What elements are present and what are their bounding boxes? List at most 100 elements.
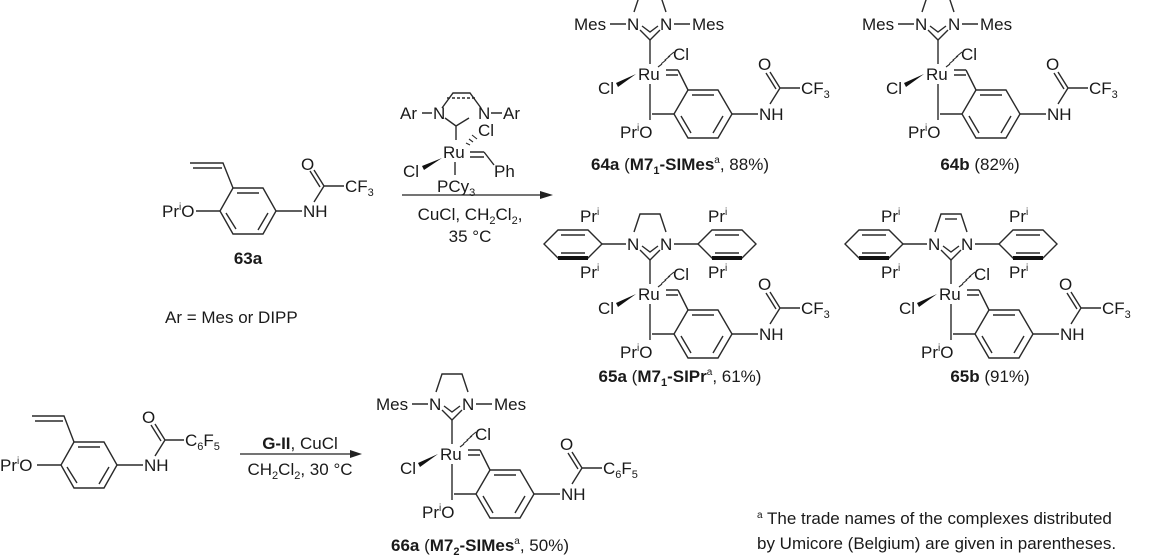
n-right: N [478, 104, 490, 123]
amide-bonds [1066, 291, 1101, 325]
ether-pr: Pr [162, 202, 179, 221]
hashed-bond [459, 431, 477, 448]
hashed-bond [958, 271, 976, 288]
hashed-bond [945, 51, 963, 68]
ring-inner [981, 314, 1025, 354]
nhc-deloc [641, 25, 659, 33]
nhc-n-left: N [429, 395, 441, 414]
conditions-1-line1: CuCl, CH2Cl2, [418, 205, 523, 227]
cl-wedge: Cl [400, 459, 416, 478]
ph-group: Ph [494, 162, 515, 181]
cl-apical: Cl [478, 121, 494, 140]
nhc-backbone [921, 0, 955, 13]
dipp-bold-edge [859, 256, 889, 260]
amide-c6f5: C6F5 [603, 459, 638, 481]
sub-3: 3 [368, 187, 374, 199]
cl-wedge: Cl [598, 79, 614, 98]
amide-nh: NH [1047, 105, 1072, 124]
nhc-carbene [639, 29, 661, 41]
svg-text:CF3: CF3 [345, 177, 374, 199]
amide-bonds [765, 291, 800, 325]
sub-3: 3 [469, 187, 475, 199]
nhc-backbone [633, 213, 667, 233]
conditions-2-line2: CH2Cl2, 30 °C [247, 460, 352, 482]
n-left: N [433, 104, 445, 123]
dipp-inner [715, 234, 739, 254]
ru-atom: Ru [939, 285, 961, 304]
ar-definition: Ar = Mes or DIPP [165, 308, 298, 327]
ring-inner [680, 314, 724, 354]
dipp-inner [1016, 234, 1040, 254]
cl-hashed: Cl [974, 265, 990, 284]
benzene-ring [673, 309, 733, 359]
dipp-inner [561, 234, 585, 254]
hashed-bond [657, 271, 675, 288]
nhc-n-left: N [928, 235, 940, 254]
amide-cf3: CF3 [1102, 299, 1131, 321]
mes-left: Mes [376, 395, 408, 414]
dipp-ipr-top: Pri [580, 207, 599, 226]
dipp-ipr-top: Pri [881, 207, 900, 226]
nhc-deloc [929, 25, 947, 33]
mes-left: Mes [862, 15, 894, 34]
nhc-n-left: N [627, 15, 639, 34]
amide-cf3: CF3 [1089, 79, 1118, 101]
ether: PriO [422, 503, 454, 522]
dipp-inner [862, 234, 886, 254]
nhc-n-right: N [660, 15, 672, 34]
benzene-ring [673, 89, 733, 139]
ru-atom: Ru [440, 445, 462, 464]
ether: PriO [921, 343, 953, 362]
cl-hashed: Cl [673, 45, 689, 64]
amide-o: O [1046, 55, 1059, 74]
dipp-bold-edge [558, 256, 588, 260]
amide-o: O [758, 55, 771, 74]
nhc-carbene [441, 409, 463, 421]
amide-cf3: CF [345, 177, 368, 196]
dipp-bold-edge [1013, 256, 1043, 260]
reaction-arrow-1 [402, 191, 553, 199]
nhc-backbone [435, 373, 469, 393]
footnote-line1: a The trade names of the complexes distr… [757, 509, 1112, 528]
amide-bonds [1053, 71, 1088, 105]
amide-nh: NH [561, 485, 586, 504]
ru-carbene [954, 69, 977, 91]
mes-right: Mes [980, 15, 1012, 34]
svg-text:PCy3: PCy3 [437, 177, 475, 199]
cl-hashed: Cl [961, 45, 977, 64]
svg-text:Ar: Ar [400, 104, 417, 123]
ring-inner [968, 94, 1012, 134]
dipp-ipr-top: Pri [708, 207, 727, 226]
wedge-bond [422, 158, 442, 170]
ru-atom: Ru [443, 143, 465, 162]
svg-text:PriO: PriO [162, 202, 194, 221]
ar-right: Ar [503, 104, 520, 123]
label-66a: 66a (M72-SIMesa, 50%) [391, 536, 569, 556]
amide-nh: NH [759, 105, 784, 124]
dipp-ring [543, 229, 603, 259]
amide-nh-2: NH [144, 456, 169, 475]
svg-text:PriO: PriO [0, 456, 32, 475]
nhc-n-right: N [961, 235, 973, 254]
substrate-63a: PriO NH O CF3 63a [162, 155, 374, 268]
dipp-ring [697, 229, 757, 259]
amide-o-2: O [142, 408, 155, 427]
ether: PriO [620, 123, 652, 142]
dipp-ring [844, 229, 904, 259]
ether-sup: i [179, 202, 181, 213]
nhc-deloc [443, 405, 461, 413]
conditions-1-line2: 35 °C [449, 227, 492, 246]
nhc-carbene [927, 29, 949, 41]
footnote-line2: by Umicore (Belgium) are given in parent… [757, 534, 1116, 553]
dipp-ipr-bottom: Pri [881, 263, 900, 282]
amide-bonds [765, 71, 800, 105]
label-64b: 64b (82%) [940, 155, 1019, 174]
amide-o: O [1059, 275, 1072, 294]
label-65a: 65a (M71-SIPra, 61%) [599, 367, 762, 389]
nhc-deloc [942, 245, 960, 253]
ring-inner [680, 94, 724, 134]
